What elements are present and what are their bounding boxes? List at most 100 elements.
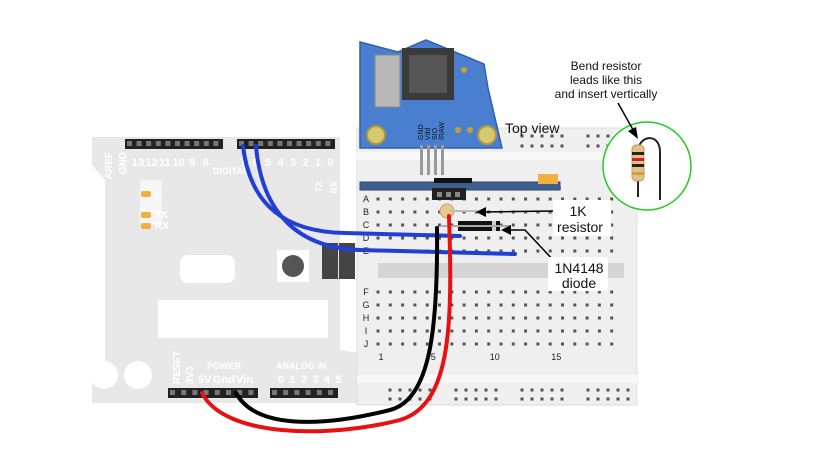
hole: [573, 303, 577, 307]
hole: [573, 329, 577, 333]
column-number: 5: [431, 352, 436, 362]
hole: [438, 290, 441, 294]
rail-hole: [586, 397, 590, 401]
module-header-cap: [434, 178, 472, 183]
rail-hole: [540, 144, 544, 148]
module-pin-vdd: Vdd: [425, 127, 432, 140]
wire-black: [234, 226, 440, 424]
header-pin: [283, 390, 289, 395]
rail-hole: [520, 134, 524, 138]
hole: [425, 290, 429, 294]
hole: [548, 342, 552, 346]
hole: [487, 303, 491, 307]
header-pin: [296, 141, 302, 146]
hole: [388, 210, 392, 214]
resistor-arrowhead: [476, 207, 486, 217]
rail-hole: [520, 397, 524, 401]
hole: [487, 197, 491, 201]
hole: [438, 236, 441, 240]
rail-hole: [540, 134, 544, 138]
module-crystal: [374, 54, 401, 108]
header-pin: [294, 390, 300, 395]
rail-hole: [418, 388, 422, 392]
row-letter: G: [362, 300, 369, 310]
module-pin-gnd: GND: [418, 124, 425, 140]
hole: [536, 223, 540, 227]
header-pin: [328, 390, 333, 395]
hole: [499, 329, 503, 333]
label-resistor: resistor: [557, 219, 603, 235]
hole: [487, 316, 491, 320]
header-pin: [175, 141, 180, 146]
label-5v: 5V: [198, 374, 212, 386]
rail-hole: [398, 397, 402, 401]
rail-hole: [596, 397, 600, 401]
hole: [536, 303, 540, 307]
header-pin: [315, 141, 321, 146]
hole: [536, 342, 540, 346]
rail-hole: [520, 144, 524, 148]
hole: [597, 342, 601, 346]
hole: [511, 249, 515, 253]
hole: [524, 249, 528, 253]
rail-hole: [560, 388, 564, 392]
rail-hole: [520, 388, 524, 392]
socket-pin-3: [455, 192, 460, 197]
header-pin: [305, 390, 311, 395]
header-pin: [214, 390, 220, 395]
hole: [610, 197, 614, 201]
row-letter: F: [363, 287, 369, 297]
header-analog: [270, 388, 338, 398]
header-pin: [192, 390, 198, 395]
hole: [511, 316, 515, 320]
column-number: 10: [490, 352, 500, 362]
rail-hole: [428, 388, 432, 392]
label-bend-2: leads like this: [570, 73, 642, 87]
hole: [610, 249, 614, 253]
header-pin: [248, 390, 254, 395]
module-pads: [455, 67, 473, 133]
wire-blue-2: [254, 144, 517, 256]
hole: [425, 223, 429, 227]
rail-hole: [616, 388, 620, 392]
hole: [536, 290, 540, 294]
header-pin: [203, 390, 209, 395]
mount-hole-left: [366, 125, 386, 145]
capacitor-2: [124, 361, 152, 389]
hole: [388, 316, 392, 320]
header-pin: [155, 141, 161, 146]
hole: [388, 223, 392, 227]
hole: [438, 303, 441, 307]
rail-hole: [464, 388, 468, 392]
hole: [462, 329, 466, 333]
crystal-outline: [180, 255, 235, 283]
hole: [425, 316, 429, 320]
hole: [450, 329, 454, 333]
label-power: POWER: [207, 361, 242, 371]
analog-pin-number: 2: [301, 374, 307, 386]
hole: [413, 290, 417, 294]
hole: [610, 290, 614, 294]
hole: [499, 316, 503, 320]
hole: [561, 290, 564, 294]
rail-hole: [560, 144, 564, 148]
hole: [401, 329, 405, 333]
hole: [561, 249, 564, 253]
hole: [450, 342, 454, 346]
hole: [511, 290, 515, 294]
pin-number: 8: [202, 157, 208, 169]
hole: [573, 197, 577, 201]
header-pin: [181, 390, 187, 395]
hole: [413, 342, 417, 346]
hole: [450, 316, 454, 320]
row-letter: D: [363, 233, 370, 243]
hole: [401, 223, 405, 227]
rail-hole: [540, 397, 544, 401]
hole: [511, 303, 515, 307]
module-leads: [420, 145, 444, 175]
rail-hole: [494, 388, 498, 392]
hole: [388, 303, 392, 307]
label-rx-side: RX: [329, 181, 339, 194]
